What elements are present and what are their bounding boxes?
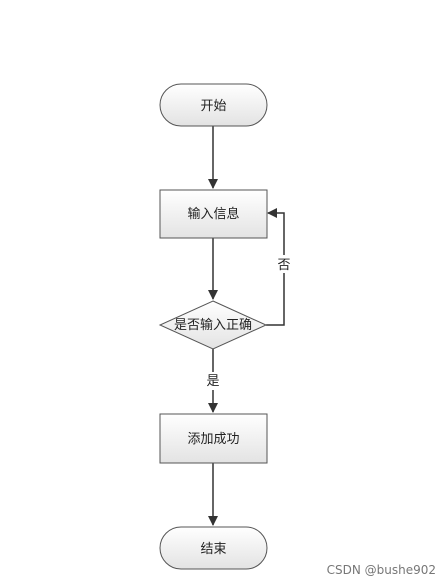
node-decision: 是否输入正确	[158, 300, 268, 350]
edge-label-no: 否	[277, 258, 290, 273]
node-add-success: 添加成功	[159, 413, 268, 464]
edge-label-yes: 是	[206, 374, 219, 389]
node-start-label: 开始	[200, 99, 226, 114]
node-decision-label: 是否输入正确	[174, 317, 252, 333]
node-end: 结束	[159, 526, 268, 570]
node-start: 开始	[159, 83, 268, 127]
node-input-info: 输入信息	[159, 189, 268, 239]
watermark-text: CSDN @bushe902	[327, 563, 436, 577]
node-input-info-label: 输入信息	[187, 206, 239, 222]
node-add-success-label: 添加成功	[187, 432, 239, 447]
node-end-label: 结束	[200, 542, 226, 557]
